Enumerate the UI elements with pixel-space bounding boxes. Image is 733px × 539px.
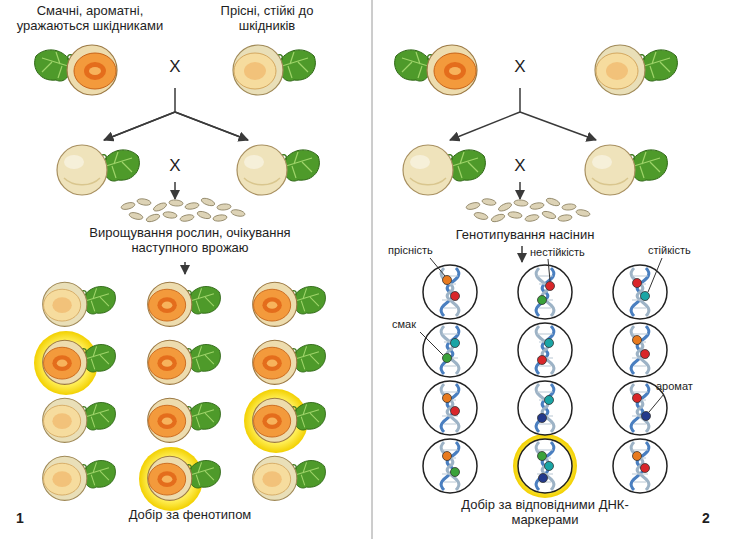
cross-symbol: X xyxy=(510,57,530,77)
marker-label: нестійкість xyxy=(530,246,610,259)
offspring-melon xyxy=(43,282,116,326)
callout-number: 2 xyxy=(702,510,718,526)
offspring-melon xyxy=(43,456,116,500)
parent-melon xyxy=(595,45,677,95)
leader-lines xyxy=(420,258,664,412)
cross-arrows xyxy=(104,88,248,140)
offspring-melon xyxy=(43,398,116,442)
panel-divider xyxy=(372,0,373,539)
selection-highlight xyxy=(513,434,577,498)
arrow xyxy=(519,182,521,199)
offspring-melon xyxy=(253,340,326,384)
step-caption: Добір за відповідними ДНК-маркерами xyxy=(455,498,635,528)
dna-seed xyxy=(613,323,667,377)
hybrid-melon xyxy=(585,145,667,195)
dna-seed xyxy=(423,381,477,435)
dna-seed xyxy=(423,323,477,377)
marker-label: стійкість xyxy=(648,244,720,257)
offspring-melon xyxy=(148,398,221,442)
cross-line xyxy=(519,88,521,112)
dna-markers xyxy=(443,276,651,483)
dna-seed xyxy=(423,265,477,319)
arrow xyxy=(175,112,248,140)
arrow xyxy=(184,262,186,274)
dna-seed xyxy=(518,265,572,319)
step-caption: Генотипування насінин xyxy=(420,228,630,243)
dna-seed xyxy=(423,439,477,493)
marker-label: прісність xyxy=(388,244,460,257)
arrow xyxy=(450,112,520,140)
dna-seed xyxy=(518,323,572,377)
arrow xyxy=(174,182,176,199)
seeds xyxy=(465,197,590,223)
dna-seed xyxy=(518,381,572,435)
step-caption: Вирощування рослин, очікування наступног… xyxy=(70,226,310,256)
hybrid-melon xyxy=(403,145,485,195)
cross-symbol: X xyxy=(165,156,185,176)
hybrid-melon xyxy=(57,145,139,195)
parent-melon xyxy=(395,45,477,95)
offspring-melon xyxy=(148,456,221,500)
offspring-melon xyxy=(253,398,326,442)
step-caption: Добір за фенотипом xyxy=(95,508,285,523)
dna-seed xyxy=(613,439,667,493)
cross-symbol: X xyxy=(510,156,530,176)
parent-caption: Смачні, ароматні, уражаються шкідниками xyxy=(5,4,175,34)
callout-number: 1 xyxy=(16,510,32,526)
offspring-melon xyxy=(253,456,326,500)
cross-symbol: X xyxy=(165,57,185,77)
parent-caption: Прісні, стійкі до шкідників xyxy=(215,4,319,34)
arrow xyxy=(104,112,175,140)
offspring-melon xyxy=(253,282,326,326)
seeds xyxy=(120,197,245,223)
offspring-melon xyxy=(148,340,221,384)
arrow xyxy=(520,112,596,140)
marker-label: аромат xyxy=(656,380,716,393)
dna-seed xyxy=(613,265,667,319)
hybrid-melon xyxy=(237,145,319,195)
offspring-melon xyxy=(43,340,116,384)
parent-melon xyxy=(233,45,315,95)
dna-seed xyxy=(518,439,572,493)
marker-label: смак xyxy=(392,318,432,331)
arrow xyxy=(521,246,523,262)
parent-melon xyxy=(35,45,117,95)
offspring-melon xyxy=(148,282,221,326)
